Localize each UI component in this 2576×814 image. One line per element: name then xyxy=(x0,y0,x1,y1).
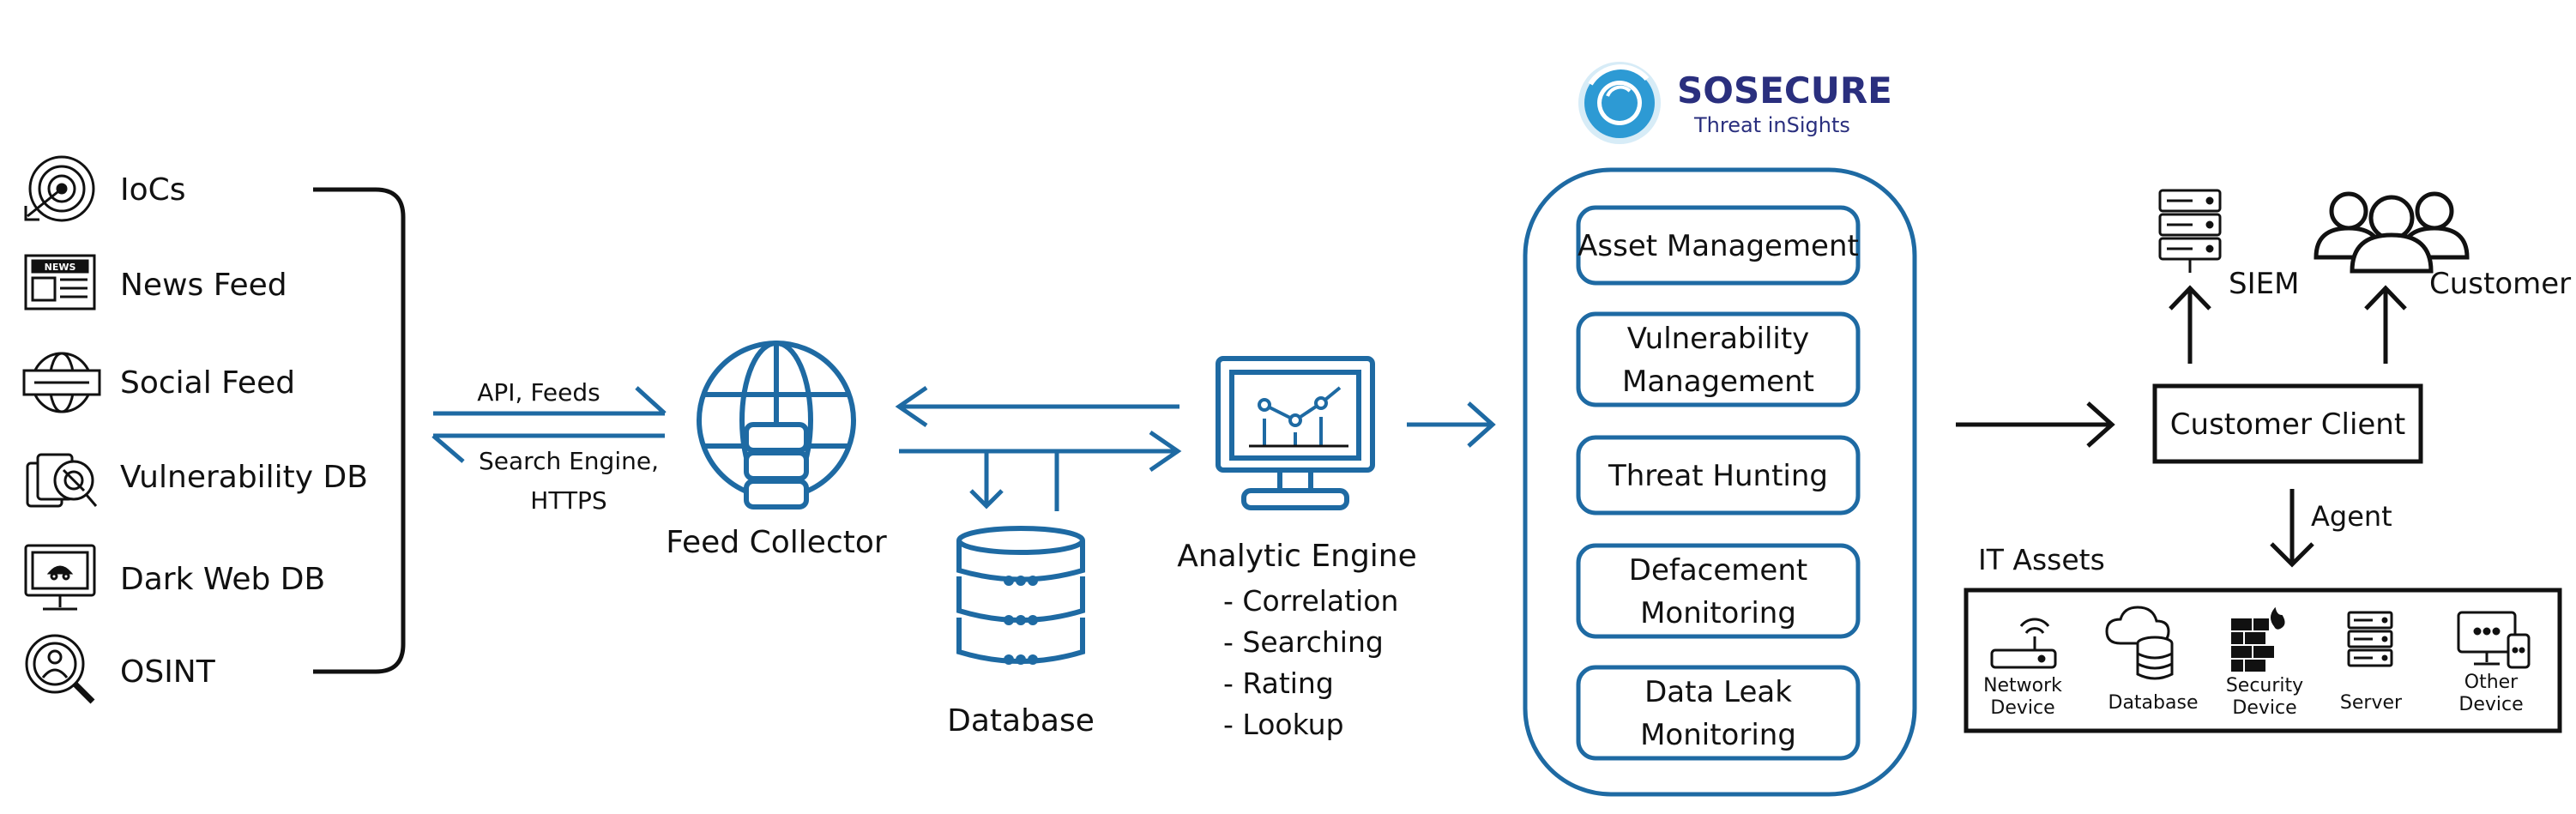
source-label-social-feed: Social Feed xyxy=(120,365,295,401)
other-device-icon xyxy=(2457,611,2531,669)
target-icon xyxy=(24,155,95,222)
module-threat-hunting: Threat Hunting xyxy=(1576,435,1861,516)
asset-label-network-line1: Network xyxy=(1983,675,2062,696)
feed-arrows xyxy=(431,386,667,463)
feed-collector-label: Feed Collector xyxy=(666,525,887,560)
globe-icon xyxy=(22,352,101,413)
asset-label-other-line1: Other xyxy=(2464,672,2519,693)
label-api-feeds: API, Feeds xyxy=(477,378,600,407)
source-label-iocs: IoCs xyxy=(120,172,186,208)
asset-label-other-line2: Device xyxy=(2458,694,2523,715)
customer-label: Customer xyxy=(2429,267,2571,301)
customer-client-label: Customer Client xyxy=(2170,407,2405,442)
agent-label: Agent xyxy=(2311,500,2392,533)
cloud-database-icon xyxy=(2105,606,2174,680)
customer-client-box xyxy=(2152,383,2423,464)
siem-label: SIEM xyxy=(2229,267,2299,301)
source-label-news-feed: News Feed xyxy=(120,268,287,303)
analytic-chart-icon xyxy=(1249,386,1348,448)
label-https: HTTPS xyxy=(530,486,606,515)
brand-name: SOSECURE xyxy=(1677,69,1892,112)
source-label-vulnerability-db: Vulnerability DB xyxy=(120,460,368,495)
vulnerability-db-icon xyxy=(26,453,98,508)
newspaper-icon: NEWS xyxy=(24,254,96,311)
module-label-line2: Monitoring xyxy=(1640,718,1796,752)
asset-label-server: Server xyxy=(2340,692,2403,714)
database-label: Database xyxy=(947,703,1095,739)
agent-down-arrow xyxy=(2270,489,2314,568)
collector-engine-arrows xyxy=(895,385,1182,511)
module-label: Threat Hunting xyxy=(1608,459,1828,493)
module-vulnerability-management: Vulnerability Management xyxy=(1576,311,1861,407)
brand-tagline: Threat inSights xyxy=(1693,113,1850,137)
source-label-osint: OSINT xyxy=(120,654,216,690)
asset-label-network-line2: Device xyxy=(1990,697,2054,719)
customer-group-icon xyxy=(2314,191,2470,274)
engine-to-platform-arrow xyxy=(1407,401,1496,448)
module-label-line1: Vulnerability xyxy=(1627,322,1810,356)
analytic-engine-title: Analytic Engine xyxy=(1177,539,1417,574)
feed-collector-icon xyxy=(697,341,856,510)
it-assets-title: IT Assets xyxy=(1978,543,2105,576)
module-label-line2: Monitoring xyxy=(1640,596,1796,630)
module-asset-management: Asset Management xyxy=(1576,205,1861,286)
analytic-item-rating: - Rating xyxy=(1223,666,1334,700)
module-label: Asset Management xyxy=(1578,229,1859,263)
analytic-item-correlation: - Correlation xyxy=(1223,584,1398,618)
module-label-line1: Defacement xyxy=(1629,553,1807,588)
sosecure-logo-icon xyxy=(1578,62,1661,144)
security-firewall-icon xyxy=(2231,606,2285,672)
siem-server-icon xyxy=(2158,189,2222,273)
asset-label-database: Database xyxy=(2108,692,2199,714)
asset-label-security-line1: Security xyxy=(2226,675,2303,696)
asset-label-security-line2: Device xyxy=(2232,697,2296,719)
network-device-icon xyxy=(1990,618,2057,669)
analytic-item-lookup: - Lookup xyxy=(1223,708,1344,741)
module-label-line2: Management xyxy=(1622,365,1814,399)
server-rack-icon xyxy=(2347,611,2393,667)
module-data-leak-monitoring: Data Leak Monitoring xyxy=(1576,665,1861,761)
label-search-engine: Search Engine, xyxy=(479,447,659,475)
database-icon xyxy=(956,526,1085,665)
source-label-dark-web-db: Dark Web DB xyxy=(120,562,325,597)
module-label-line1: Data Leak xyxy=(1644,675,1792,709)
client-up-arrows xyxy=(2169,285,2407,364)
analytic-item-searching: - Searching xyxy=(1223,625,1384,659)
news-icon-label: NEWS xyxy=(45,262,76,273)
platform-to-client-arrow xyxy=(1956,401,2115,448)
sources-bracket xyxy=(313,187,406,674)
platform-container xyxy=(1523,167,1917,797)
osint-magnifier-icon xyxy=(25,634,95,704)
dark-web-monitor-icon xyxy=(24,544,96,611)
module-defacement-monitoring: Defacement Monitoring xyxy=(1576,543,1861,639)
